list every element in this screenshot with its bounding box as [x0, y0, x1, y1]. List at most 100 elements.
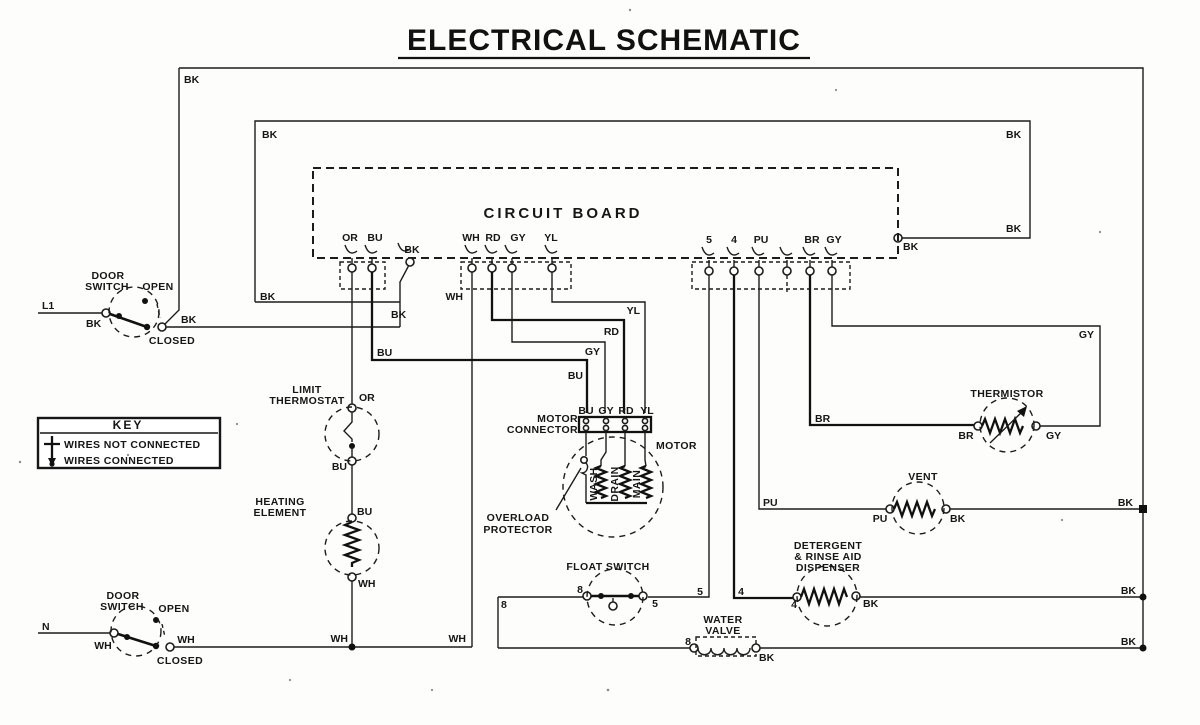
open-contact — [153, 617, 159, 623]
wire-label: BK — [903, 241, 919, 253]
wire-label: BK — [759, 652, 775, 664]
drain-winding — [616, 464, 634, 500]
key-title: KEY — [113, 418, 144, 432]
dispenser — [792, 565, 1147, 627]
component-label: THERMISTOR — [970, 388, 1043, 400]
overload-protector — [579, 455, 588, 464]
wire-label: WH — [446, 291, 464, 303]
wire-label: N — [42, 621, 50, 633]
wire-label: L1 — [42, 300, 54, 312]
pin-label: PU — [754, 234, 769, 246]
junction-dot — [1139, 593, 1147, 601]
water-valve — [498, 636, 1147, 657]
wire-bk-inner-loop — [254, 120, 1031, 327]
wire-4 — [732, 275, 793, 600]
door-switch-top-outline — [108, 286, 160, 338]
wire-gy-right — [831, 275, 1101, 427]
wire-label: WH — [449, 633, 467, 645]
wire-bk-outer-loop — [162, 67, 1144, 648]
pin-label: YL — [544, 232, 558, 244]
wires-joined-icon — [48, 452, 56, 467]
wire-label: WH — [94, 640, 112, 652]
float-actuator — [608, 601, 618, 611]
wire-yl — [551, 272, 646, 413]
thermistor-outline — [979, 397, 1035, 453]
wire-label: BK — [1006, 129, 1022, 141]
wire-label: WH — [331, 633, 349, 645]
component-label: HEATING — [255, 496, 304, 508]
wire-label: BU — [357, 506, 372, 518]
wire-label: BK — [863, 598, 879, 610]
terminal-number: 5 — [652, 598, 658, 610]
component-label: SWITCH — [100, 601, 144, 613]
wire-label: PU — [873, 513, 888, 525]
pin-label: BK — [404, 244, 420, 256]
circuit-board: CIRCUIT BOARD — [312, 167, 899, 259]
pin-label: OR — [342, 232, 358, 244]
wash-winding — [592, 464, 610, 500]
motor-connector — [577, 415, 653, 434]
component-label: DOOR — [106, 590, 139, 602]
wire-label: BR — [958, 430, 974, 442]
component-label: CLOSED — [157, 655, 203, 667]
pin-label: 4 — [731, 234, 737, 246]
component-label: MAIN — [631, 470, 643, 498]
wire-label: YL — [627, 305, 641, 317]
key-item-label: WIRES NOT CONNECTED — [64, 439, 201, 451]
component-label: DRAIN — [609, 466, 621, 501]
pin-label: RD — [485, 232, 501, 244]
circuit-board-label: CIRCUIT BOARD — [484, 205, 643, 222]
wire-label: BK — [1006, 223, 1022, 235]
vent — [885, 481, 1147, 535]
wire-label: BK — [1121, 636, 1137, 648]
wire-label: BK — [260, 291, 276, 303]
pin-label: BU — [367, 232, 382, 244]
component-label: SWITCH — [85, 281, 129, 293]
motor — [555, 432, 664, 538]
wire-label: BU — [377, 347, 392, 359]
pin-label: WH — [462, 232, 480, 244]
terminal-number: 4 — [791, 599, 797, 611]
thermistor — [973, 397, 1041, 453]
component-label: OPEN — [158, 603, 189, 615]
wire-label: BK — [1118, 497, 1134, 509]
junction-dot — [348, 643, 356, 651]
page-title: ELECTRICAL SCHEMATIC — [407, 24, 801, 57]
component-label: MOTOR — [656, 440, 697, 452]
component-label: WASH — [588, 467, 600, 500]
thermistor-arrowhead — [1017, 406, 1027, 417]
solenoid-coil — [697, 647, 751, 656]
wires-crossing-icon — [44, 436, 60, 452]
dispenser-outline — [796, 565, 858, 627]
wire-bu — [370, 272, 589, 413]
wire-br — [808, 275, 974, 427]
wire-pu — [758, 275, 886, 510]
component-label: DISPENSER — [796, 562, 860, 574]
terminal-number: 8 — [577, 584, 583, 596]
wire-label: RD — [604, 326, 620, 338]
board-wires — [351, 272, 1101, 647]
overload-hook — [579, 462, 589, 503]
component-label: CLOSED — [149, 335, 195, 347]
component-label: MOTOR — [537, 413, 578, 425]
wire-label: WH — [177, 634, 195, 646]
key-item-label: WIRES CONNECTED — [64, 455, 174, 467]
junction-dot — [1139, 644, 1147, 652]
component-label: FLOAT SWITCH — [566, 561, 649, 573]
wire-gy — [511, 272, 606, 413]
component-label: OPEN — [142, 281, 173, 293]
component-label: VENT — [908, 471, 938, 483]
component-label: PROTECTOR — [483, 524, 552, 536]
pin-label: GY — [598, 405, 613, 417]
overload-pointer-line — [555, 467, 582, 511]
open-contact — [142, 298, 148, 304]
door-switch-bottom-outline — [110, 605, 162, 657]
terminal-number: 8 — [501, 599, 507, 611]
wire-label: BK — [950, 513, 966, 525]
wire-label: BK — [184, 74, 200, 86]
terminal-number: 4 — [738, 586, 744, 598]
wire-label: OR — [359, 392, 375, 404]
component-label: CONNECTOR — [507, 424, 578, 436]
